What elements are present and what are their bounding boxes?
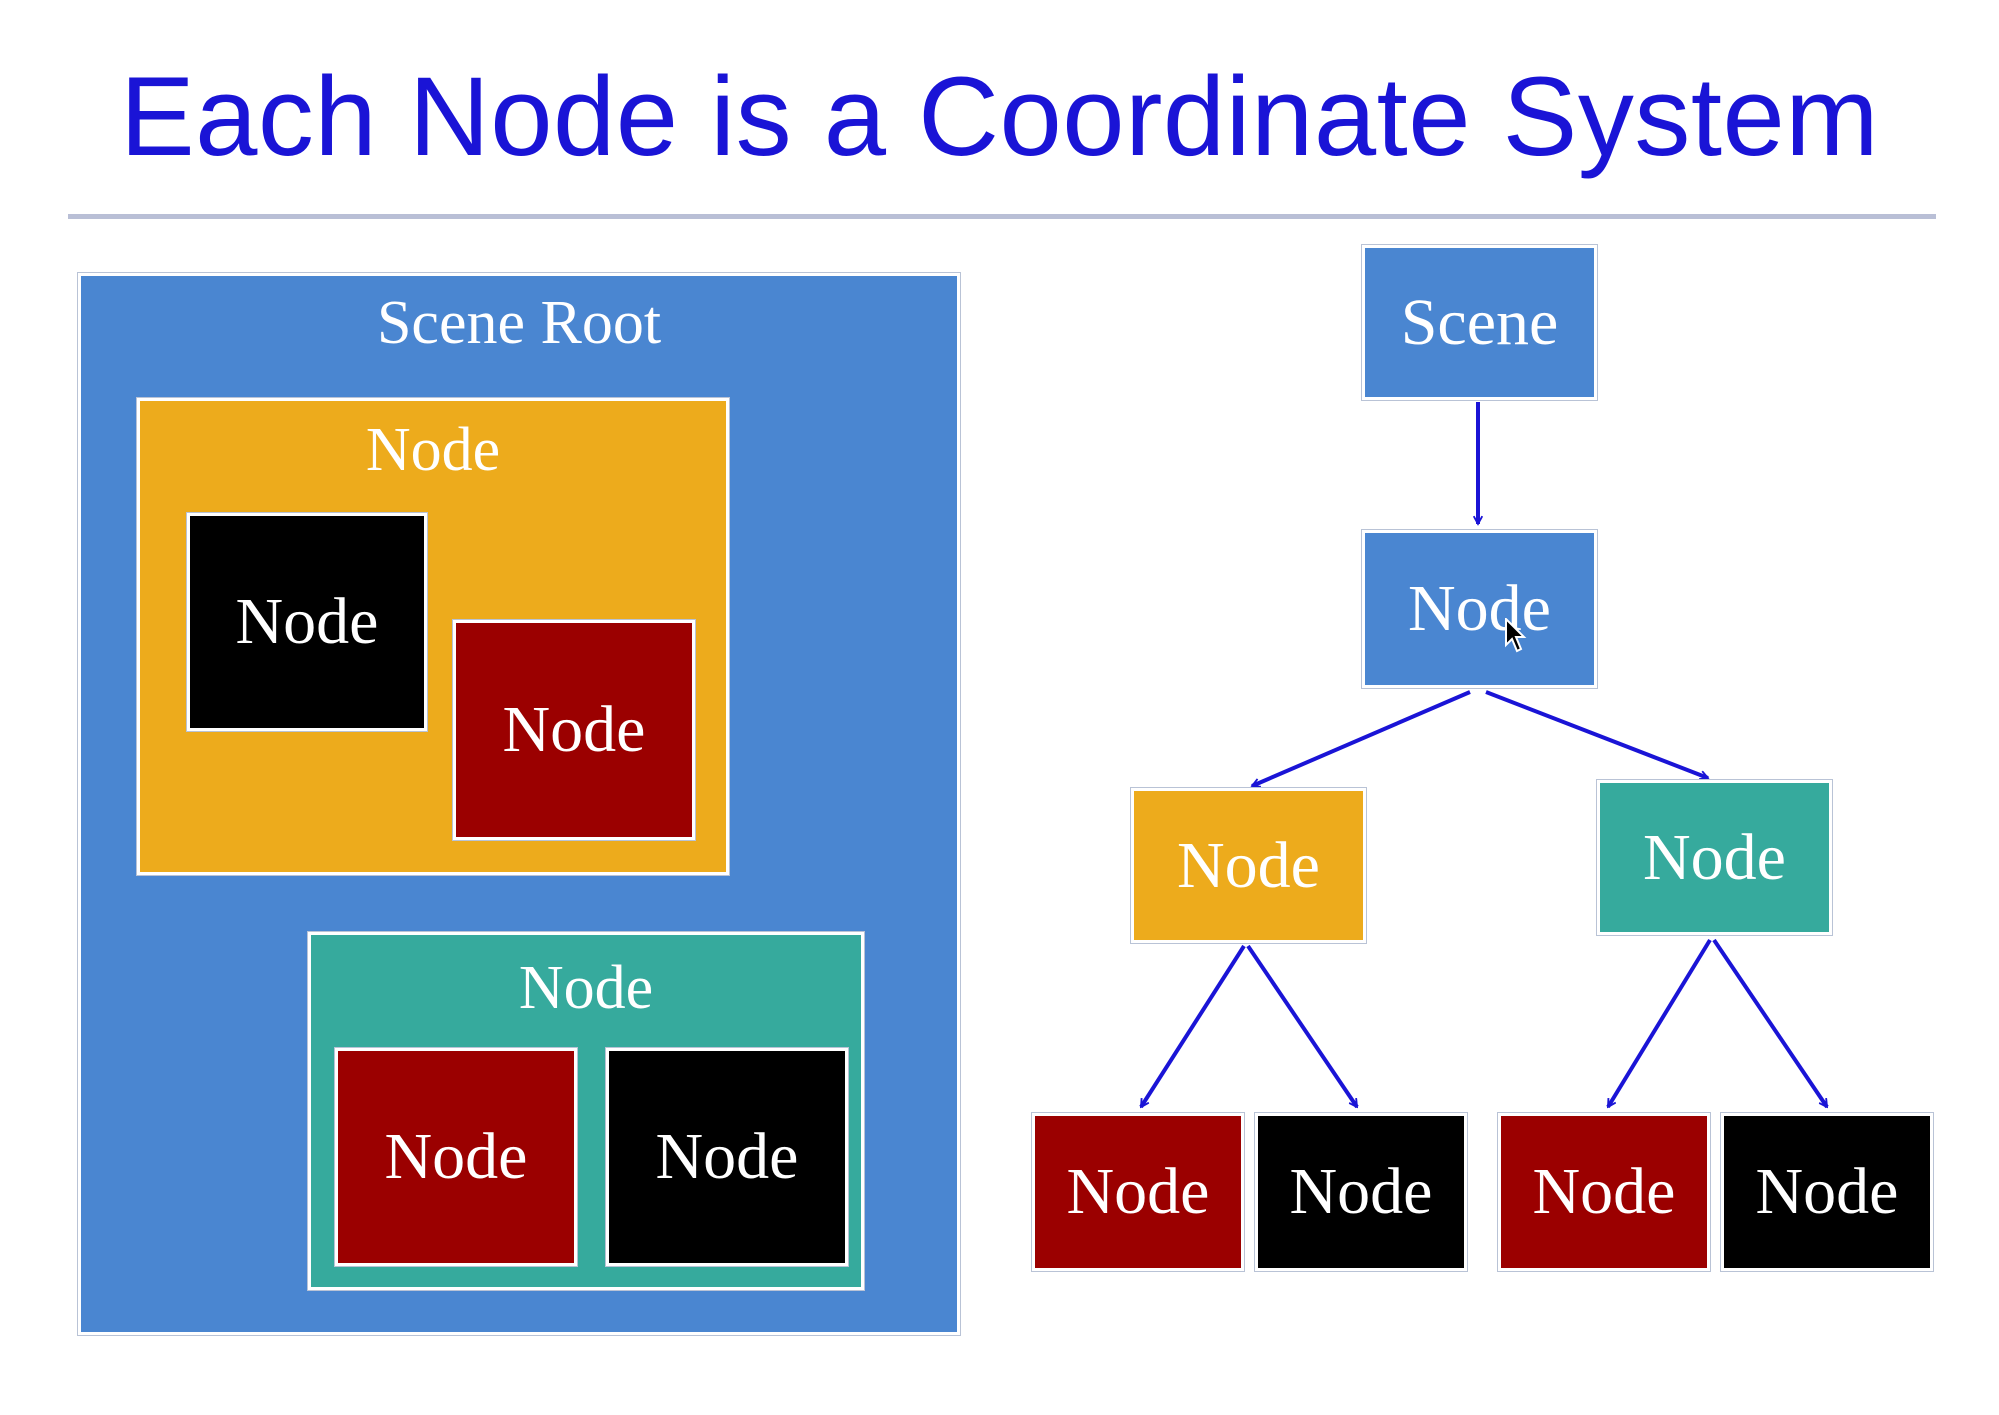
tree-node-label: Node: [1408, 572, 1551, 645]
tree-node: Node: [1361, 529, 1598, 689]
nested-teal-child-red-label: Node: [384, 1120, 528, 1193]
tree-leaf-3: Node: [1497, 1112, 1711, 1272]
tree-left-child: Node: [1130, 787, 1367, 944]
edge-right-child-to-leaf-3: [1606, 938, 1712, 1107]
edge-left-child-to-leaf-1: [1139, 944, 1246, 1107]
tree-leaf-1-label: Node: [1066, 1155, 1210, 1228]
tree-leaf-2: Node: [1254, 1112, 1468, 1272]
tree-leaf-4: Node: [1720, 1112, 1934, 1272]
mouse-pointer-icon: [1505, 618, 1527, 653]
tree-leaf-3-label: Node: [1532, 1155, 1676, 1228]
nested-orange-child-black: Node: [186, 512, 428, 732]
title-divider: [68, 214, 1936, 219]
tree-scene: Scene: [1361, 244, 1598, 401]
scene-root-label: Scene Root: [376, 289, 662, 357]
nested-teal-node-label: Node: [518, 954, 654, 1022]
nested-orange-node-label: Node: [365, 416, 501, 484]
nested-teal-child-red: Node: [334, 1047, 578, 1267]
edge-left-child-to-leaf-2: [1246, 944, 1359, 1107]
tree-leaf-2-label: Node: [1289, 1155, 1433, 1228]
edge-node-to-right-child: [1485, 690, 1708, 778]
nested-orange-child-red-label: Node: [502, 693, 646, 766]
nested-orange-child-black-label: Node: [235, 585, 379, 658]
tree-left-child-label: Node: [1177, 828, 1320, 902]
tree-right-child-label: Node: [1643, 820, 1786, 894]
tree-leaf-4-label: Node: [1755, 1155, 1899, 1228]
tree-scene-label: Scene: [1400, 285, 1559, 359]
edge-node-to-left-child: [1252, 690, 1471, 788]
nested-teal-child-black: Node: [605, 1047, 849, 1267]
nested-teal-child-black-label: Node: [655, 1120, 799, 1193]
slide-title: Each Node is a Coordinate System: [119, 54, 1880, 179]
tree-leaf-1: Node: [1031, 1112, 1245, 1272]
edge-right-child-to-leaf-4: [1712, 938, 1829, 1107]
tree-right-child: Node: [1596, 779, 1833, 936]
nested-orange-child-red: Node: [452, 619, 696, 841]
